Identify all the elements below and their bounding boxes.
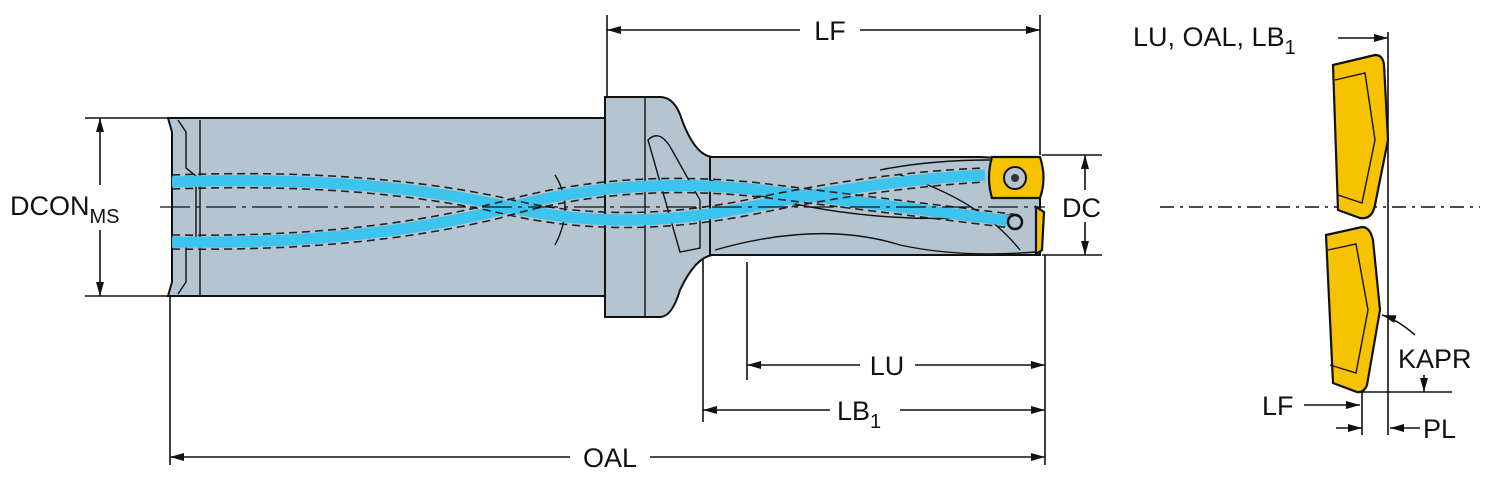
oal-label: OAL (583, 443, 637, 473)
dc-label: DC (1062, 193, 1101, 223)
detail-insert-bottom (1324, 225, 1382, 394)
dcon-label: DCONMS (10, 191, 120, 228)
dimensions: LF DCONMS DC LU LB1 OAL (10, 15, 1102, 473)
insert-detail: LU, OAL, LB1 KAPR LF PL (1133, 22, 1480, 444)
lf-label: LF (814, 16, 846, 46)
coolant-channel-upper (171, 169, 986, 226)
detail-lf-label: LF (1262, 391, 1294, 421)
detail-insert-top (1331, 53, 1390, 220)
drill-body (160, 96, 1046, 318)
pl-label: PL (1423, 414, 1456, 444)
lb1-label: LB1 (837, 396, 881, 433)
coolant-channel-lower (171, 180, 1021, 248)
insert-central (1034, 205, 1046, 257)
kapr-label: KAPR (1398, 344, 1472, 374)
lu-label: LU (870, 351, 905, 381)
detail-top-label: LU, OAL, LB1 (1133, 22, 1296, 59)
